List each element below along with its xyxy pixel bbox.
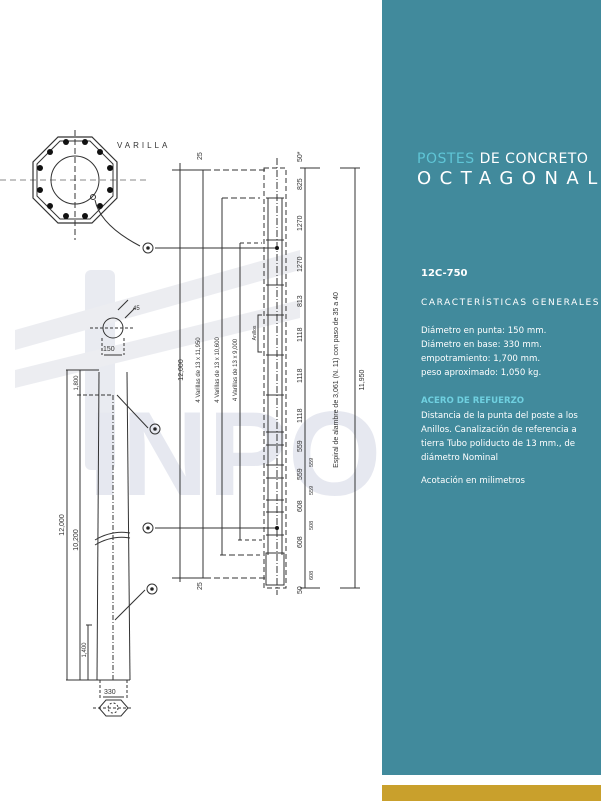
svg-text:1118: 1118 [297,408,304,423]
title-line-2: OCTAGONAL [417,168,601,189]
bar-2-label: 4 Varillas de 13 x 10,600 [215,337,221,403]
length-10200: 10,200 [73,529,80,551]
watermark-logo: INPOCE [15,250,382,521]
reinforcement-description: Distancia de la punta del poste a los An… [421,411,578,463]
overall-length: 11,950 [359,369,366,390]
spec-item: Diámetro en punta: 150 mm. [421,326,547,336]
spec-item: peso aproximado: 1,050 kg. [421,368,542,378]
bar-1-label: 4 Varillas de 13 x 11,950 [196,337,202,403]
spiral-label: Espiral de alambre de 3,061 (N. 11) con … [333,292,340,468]
title-accent: POSTES [417,151,475,167]
length-1800: 1,800 [74,375,80,391]
svg-text:508: 508 [309,521,315,530]
pole-technical-drawing: INPOCE VARILLA [0,130,382,717]
callout-markers [114,242,275,621]
length-1400: 1,400 [82,642,88,658]
bar-3-label: 4 Varillas de 13 x 9,000 [233,338,239,401]
svg-text:559: 559 [309,486,315,495]
svg-text:50*: 50* [297,151,304,162]
svg-text:1270: 1270 [297,256,304,272]
top-offset: 25 [197,152,204,160]
svg-text:825: 825 [297,178,304,190]
spec-item: Diámetro en base: 330 mm. [421,340,542,350]
ring-lines [266,197,284,536]
svg-text:1270: 1270 [297,215,304,231]
gold-accent-bar [382,785,601,801]
reinforcement-title: ACERO DE REFUERZO [421,396,525,406]
angle-label: 45 [133,306,140,312]
reinforcement-drawing [172,158,360,595]
spacing-labels: 50* 825 1270 1270 813 1118 1118 1118 559… [297,151,315,594]
svg-text:559: 559 [297,468,304,480]
svg-text:608: 608 [297,500,304,512]
section-title: CARACTERÍSTICAS GENERALES [421,298,601,308]
top-diameter-label: 150 [103,346,115,353]
spec-list: Diámetro en punta: 150 mm. Diámetro en b… [421,324,546,380]
bottom-offset: 25 [197,582,204,590]
svg-text:50: 50 [297,586,304,594]
svg-text:608: 608 [309,571,315,580]
svg-text:INPOCE: INPOCE [88,387,382,521]
spec-item: empotramiento: 1,700 mm. [421,354,541,364]
rings-label: Anillos [252,325,258,340]
left-total-length: 12,000 [59,514,66,536]
svg-text:608: 608 [297,536,304,548]
pole-elevation [66,299,136,717]
svg-text:559: 559 [297,440,304,452]
base-diameter-label: 330 [104,689,116,696]
units-note: Acotación en milimetros [421,476,526,486]
model-code: 12C-750 [421,268,468,279]
svg-text:1118: 1118 [297,327,304,342]
info-panel: POSTES DE CONCRETO OCTAGONAL 12C-750 CAR… [382,0,601,775]
cross-section [0,130,150,247]
title-rest: DE CONCRETO [474,151,589,167]
svg-text:813: 813 [297,295,304,307]
title-line-1: POSTES DE CONCRETO [417,151,588,167]
svg-text:559: 559 [309,458,315,467]
main-total-length: 12,000 [178,359,185,381]
svg-text:1118: 1118 [297,368,304,383]
section-label: VARILLA [117,141,170,150]
